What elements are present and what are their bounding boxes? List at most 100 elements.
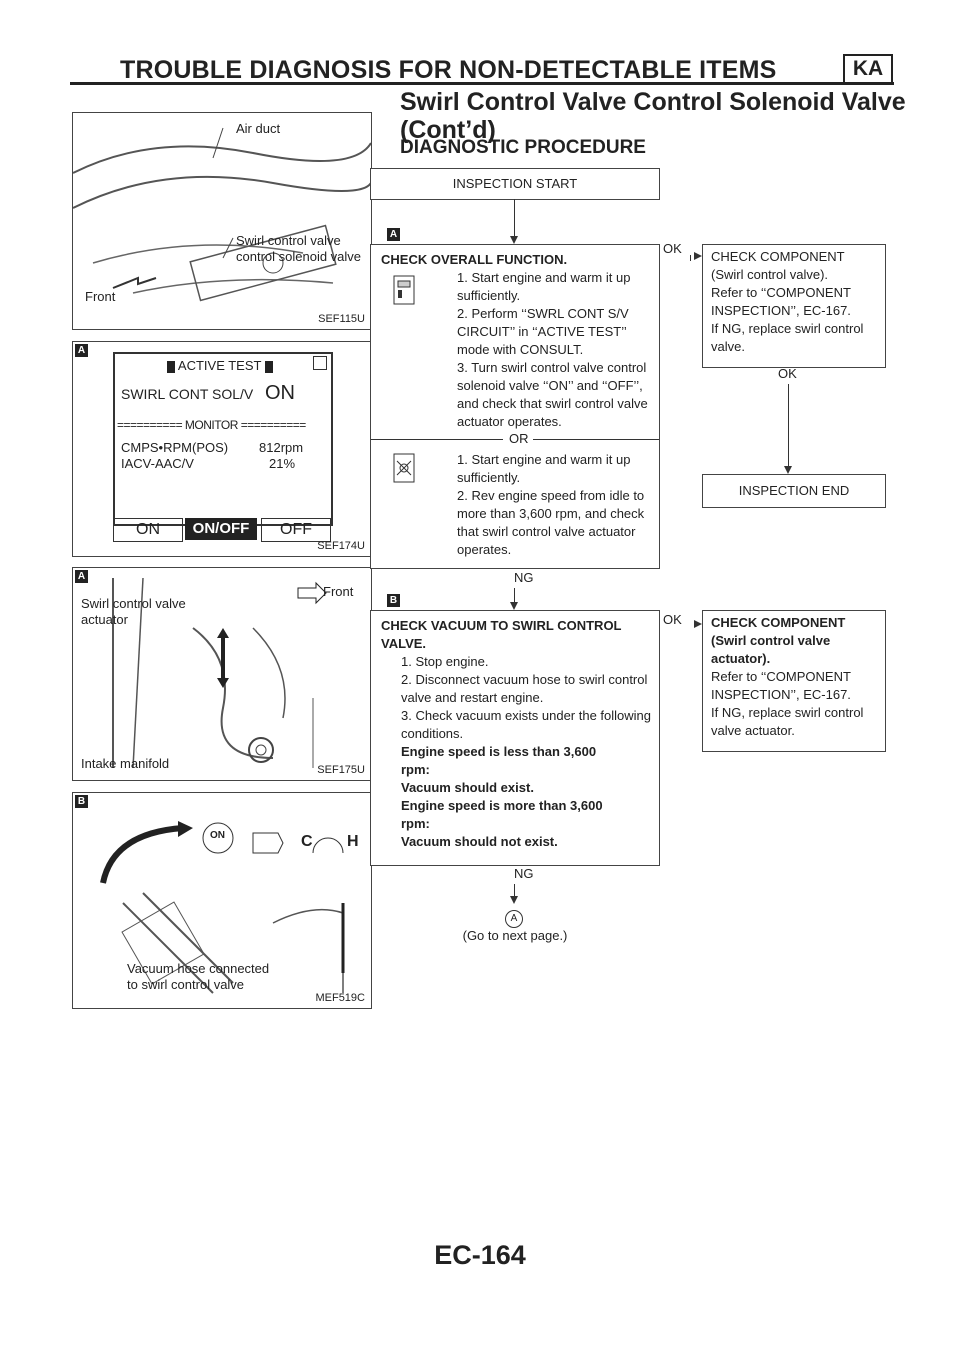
connector-line: [514, 884, 515, 898]
monitor-row-value: 21%: [269, 456, 296, 471]
ref-mark-b: B: [387, 594, 400, 607]
fig4-label-on: ON: [210, 830, 225, 841]
connector-circle: A: [505, 910, 523, 928]
fig1-label-air-duct: Air duct: [236, 121, 281, 136]
comp2-text: Refer to ‘‘COMPONENT INSPECTION’’, EC-16…: [711, 668, 883, 740]
figure-air-duct: Air duct Swirl control valve control sol…: [72, 112, 372, 330]
fig1-code: SEF115U: [318, 313, 365, 325]
inspection-start-label: INSPECTION START: [452, 176, 578, 191]
monitor-row-name: IACV-AAC/V: [121, 456, 194, 471]
arrow-right: [694, 252, 702, 260]
condition: Engine speed is more than 3,600 rpm:: [401, 798, 603, 831]
arrow-down: [510, 236, 518, 244]
condition: Engine speed is less than 3,600 rpm:: [401, 744, 597, 777]
figure-consult-screen: A ACTIVE TEST SWIRL CONT SOL/V ON ======…: [72, 341, 372, 557]
comp1-line: CHECK COMPONENT: [711, 249, 845, 264]
on-off-button: ON/OFF: [185, 518, 257, 540]
inspection-end-box: INSPECTION END: [702, 474, 886, 508]
check-vacuum-box: CHECK VACUUM TO SWIRL CONTROL VALVE. 1. …: [370, 610, 660, 866]
engine-illustration-4: [100, 821, 345, 994]
step-text: 2. Disconnect vacuum hose to swirl contr…: [401, 672, 648, 705]
fig3-label-front: Front: [323, 584, 354, 599]
comp1-text: CHECK COMPONENT (Swirl control valve). R…: [711, 248, 883, 356]
ref-mark-a: A: [387, 228, 400, 241]
condition: Vacuum should not exist.: [401, 834, 558, 849]
arrow-down: [510, 896, 518, 904]
check2-title: CHECK VACUUM TO SWIRL CONTROL VALVE.: [381, 618, 622, 651]
step-text: 2. Perform ‘‘SWRL CONT S/V CIRCUIT’’ in …: [457, 306, 629, 357]
comp2-line: INSPECTION’’, EC-167.: [711, 687, 851, 702]
ref-mark-a: A: [75, 570, 88, 583]
fig3-label-actuator-2: actuator: [81, 612, 128, 627]
step-item: 1. Start engine and warm it up sufficien…: [437, 269, 651, 305]
ok-label: OK: [663, 241, 682, 256]
or-divider-left: [371, 439, 503, 440]
step-item: 3. Check vacuum exists under the followi…: [381, 707, 653, 743]
step-item: 2. Disconnect vacuum hose to swirl contr…: [381, 671, 653, 707]
step-item: 1. Start engine and warm it up sufficien…: [437, 451, 651, 487]
connector-label: A: [510, 913, 518, 924]
ref-mark-b: B: [75, 795, 88, 808]
comp1-line: valve.: [711, 339, 745, 354]
ok-label: OK: [663, 612, 682, 627]
ng-label: NG: [514, 866, 534, 881]
consult-display: ACTIVE TEST SWIRL CONT SOL/V ON ========…: [113, 352, 333, 526]
ref-mark-a: A: [75, 344, 88, 357]
ng-label: NG: [514, 570, 534, 585]
fig4-code: MEF519C: [315, 992, 365, 1004]
fig3-label-intake: Intake manifold: [81, 756, 170, 771]
off-button: OFF: [261, 518, 331, 542]
monitor-row-value: 812rpm: [259, 440, 304, 455]
fig1-label-front: Front: [85, 289, 116, 304]
inspection-start-box: INSPECTION START: [370, 168, 660, 200]
step-item: 1. Stop engine.: [381, 653, 653, 671]
connector-line: [514, 199, 515, 237]
section-subtitle: DIAGNOSTIC PROCEDURE: [400, 137, 646, 158]
section-title-line2: (Cont’d): [400, 116, 496, 144]
step-item: 3. Turn swirl control valve control sole…: [437, 359, 651, 431]
engine-illustration-1: [73, 127, 371, 302]
comp1-line: If NG, replace swirl control: [711, 321, 864, 336]
active-test-item-value: ON: [265, 382, 295, 404]
or-divider-right: [533, 439, 659, 440]
step-item: 2. Perform ‘‘SWRL CONT S/V CIRCUIT’’ in …: [437, 305, 651, 359]
active-test-title: ACTIVE TEST: [167, 358, 273, 373]
header-rule: [70, 82, 894, 85]
step-text: 3. Turn swirl control valve control sole…: [457, 360, 648, 429]
check2-steps: 1. Stop engine. 2. Disconnect vacuum hos…: [381, 653, 653, 851]
check1-title: CHECK OVERALL FUNCTION.: [381, 252, 568, 267]
arrow-right: [694, 620, 702, 628]
step-text: 1. Start engine and warm it up sufficien…: [457, 270, 631, 303]
connector-line: [514, 588, 515, 604]
fig4-label-hose-2: to swirl control valve: [127, 977, 245, 992]
check-component-box-1: CHECK COMPONENT (Swirl control valve). R…: [702, 244, 886, 368]
marker-icon: [167, 360, 175, 373]
monitor-row-name: CMPS•RPM(POS): [121, 440, 229, 455]
fig1-label-swirl-2: control solenoid valve: [236, 249, 362, 264]
engine-illustration-3: [112, 577, 327, 769]
active-test-item: SWIRL CONT SOL/V: [121, 386, 254, 402]
next-page-note: (Go to next page.): [462, 928, 568, 943]
comp2-title: CHECK COMPONENT (Swirl control valve act…: [711, 615, 846, 666]
header-badge: KA: [843, 54, 893, 84]
figure-actuator: A Swirl control valve actuator Front Int…: [72, 567, 372, 781]
marker-icon: [264, 360, 273, 373]
condition: Vacuum should exist.: [401, 780, 534, 795]
on-button: ON: [113, 518, 183, 542]
connector-line: [690, 255, 691, 261]
check1-steps-a: 1. Start engine and warm it up sufficien…: [437, 269, 651, 431]
check-overall-function-box: CHECK OVERALL FUNCTION. 1. Start engine …: [370, 244, 660, 569]
comp1-line: (Swirl control valve).: [711, 267, 829, 282]
comp2-line: valve actuator.: [711, 723, 795, 738]
consult-tester-icon: [393, 275, 415, 305]
connector-line: [788, 384, 789, 468]
step-item: 2. Rev engine speed from idle to more th…: [437, 487, 651, 559]
or-label: OR: [509, 431, 529, 446]
figure-vacuum-hose: B Vacuum hose connected to swirl control…: [72, 792, 372, 1009]
step-text: 3. Check vacuum exists under the followi…: [401, 708, 652, 741]
fig3-label-actuator-1: Swirl control valve: [81, 596, 186, 611]
comp2-line: Refer to ‘‘COMPONENT: [711, 669, 851, 684]
comp1-line: INSPECTION’’, EC-167.: [711, 303, 851, 318]
fig4-label-h: H: [347, 833, 359, 850]
fig2-code: SEF174U: [317, 540, 365, 552]
